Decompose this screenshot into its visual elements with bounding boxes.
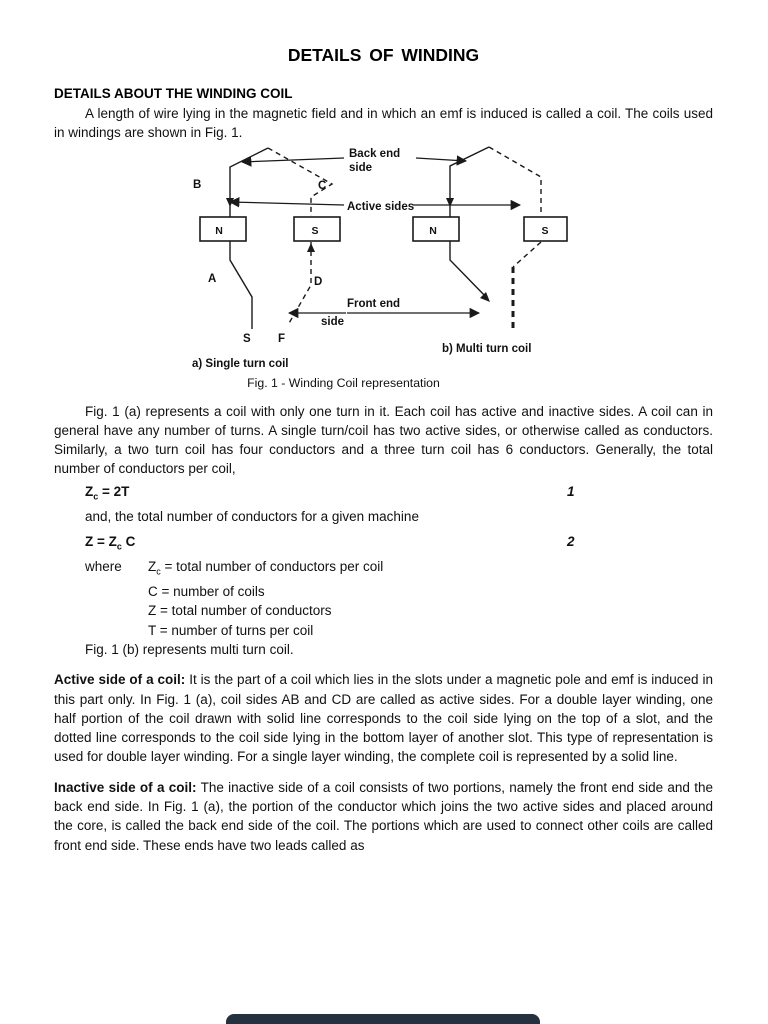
back-end-arrow-right [415, 154, 468, 166]
pole-box-n-right [412, 215, 460, 242]
active-sides-arrow-left [228, 196, 345, 208]
inactive-side-lead: Inactive side of a coil: [54, 779, 197, 795]
paragraph-active-side: Active side of a coil: It is the part of… [54, 670, 713, 766]
figure-winding-coil: N S N S Back end side Active sides Front… [0, 145, 768, 375]
where-item-z: Z = total number of conductors [148, 603, 332, 619]
pole-label-n-left: N [215, 225, 223, 237]
single-turn-coil-dashed-side-top [267, 146, 334, 216]
where-item-c: C = number of coils [148, 584, 265, 600]
equation-2-number: 2 [567, 534, 575, 550]
pole-label-s-left: S [311, 225, 318, 237]
section-heading: DETAILS ABOUT THE WINDING COIL [54, 86, 293, 101]
caption-single-turn-coil: a) Single turn coil [192, 358, 288, 370]
label-back-end: Back end [349, 148, 400, 160]
line-total-conductors-machine: and, the total number of conductors for … [85, 508, 419, 524]
current-arrow-down-right-coil [446, 197, 454, 207]
label-lead-f: F [278, 333, 285, 345]
current-arrow-up-left-coil [307, 242, 315, 252]
viewer-bottom-toolbar[interactable] [226, 1014, 540, 1024]
winding-coil-diagram: N S N S Back end side Active sides Front… [192, 145, 568, 370]
where-item-t: T = number of turns per coil [148, 622, 314, 638]
paragraph-intro: A length of wire lying in the magnetic f… [54, 106, 713, 141]
document-page: DETAILS OF WINDING DETAILS ABOUT THE WIN… [0, 45, 768, 855]
label-lead-d: D [314, 276, 322, 288]
multi-turn-coil-dashed-side-top [488, 145, 542, 216]
label-front-end-side: side [321, 316, 344, 328]
multi-turn-coil-dashed-link [512, 241, 542, 268]
label-lead-s: S [243, 333, 251, 345]
pole-box-s-left [293, 215, 341, 242]
equation-1-row: Zc = 2T 1 [85, 482, 713, 507]
where-row: where Zc = total number of conductors per… [85, 557, 713, 582]
where-item-zc: Zc = total number of conductors per coil [148, 559, 384, 577]
pole-box-n-left [199, 215, 247, 242]
label-lead-b: B [193, 179, 201, 191]
active-side-lead: Active side of a coil: [54, 672, 186, 688]
line-fig1b: Fig. 1 (b) represents multi turn coil. [85, 641, 294, 657]
paragraph-fig1a: Fig. 1 (a) represents a coil with only o… [54, 403, 713, 477]
back-end-arrow-left [240, 156, 345, 167]
equation-1: Zc = 2T [85, 483, 130, 502]
pole-label-s-right: S [541, 225, 548, 237]
where-label: where [85, 559, 122, 575]
page-title: DETAILS OF WINDING [287, 45, 480, 65]
equation-2-row: Z = Zc C 2 [85, 532, 713, 557]
equation-2: Z = Zc C [85, 534, 136, 552]
current-arrow-diagonal-right-coil [480, 291, 490, 302]
figure-caption: Fig. 1 - Winding Coil representation [247, 375, 440, 390]
active-side-body: It is the part of a coil which lies in t… [54, 672, 713, 765]
pole-label-n-right: N [429, 225, 437, 237]
pole-box-s-right [523, 215, 568, 242]
label-front-end: Front end [347, 298, 400, 310]
equation-1-number: 1 [567, 483, 575, 499]
label-active-sides: Active sides [347, 201, 414, 213]
label-lead-a: A [208, 273, 216, 285]
inactive-side-body: The inactive side of a coil consists of … [54, 779, 713, 853]
paragraph-inactive-side: Inactive side of a coil: The inactive si… [54, 778, 713, 855]
label-lead-c: C [318, 180, 326, 192]
label-back-end-side: side [349, 162, 372, 174]
caption-multi-turn-coil: b) Multi turn coil [442, 343, 531, 355]
multi-turn-coil-solid-side [449, 145, 490, 300]
